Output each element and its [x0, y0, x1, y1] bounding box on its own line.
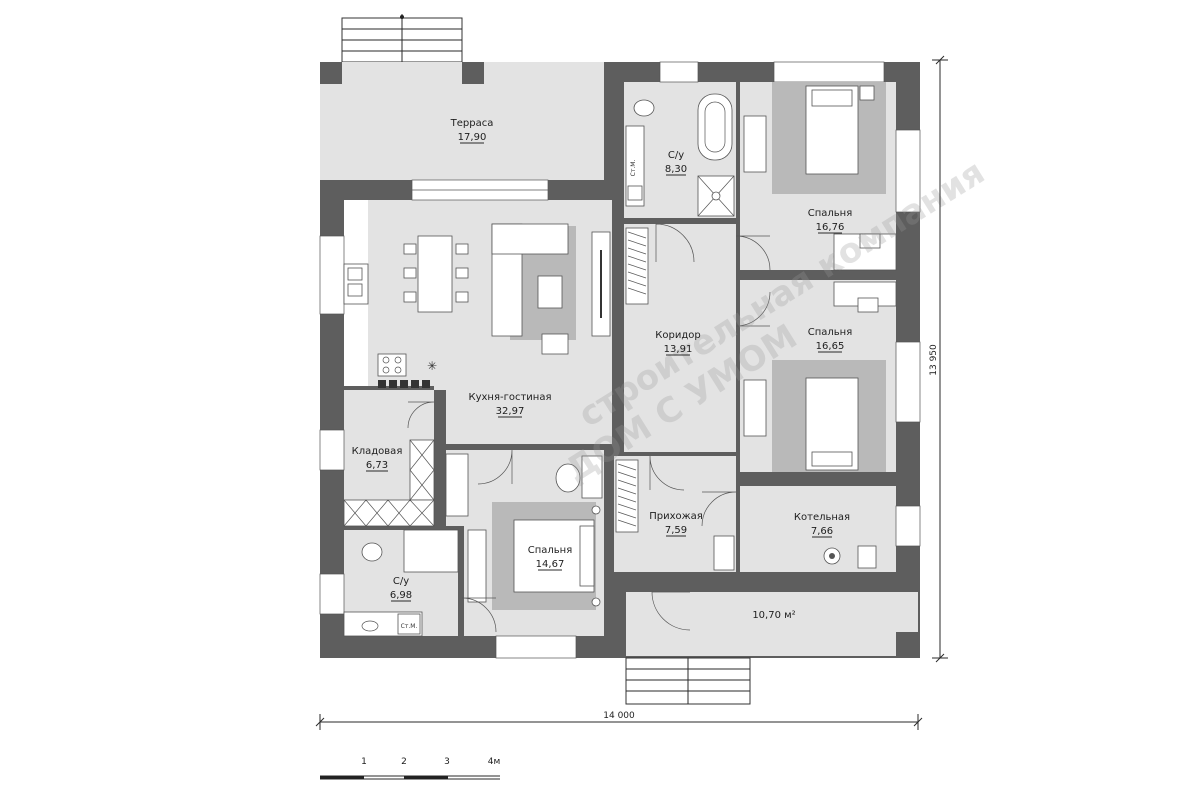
terrace-posts	[320, 62, 918, 656]
boiler-name: Котельная	[794, 512, 850, 523]
corridor-area: 13,91	[664, 344, 693, 355]
hall-name: Прихожая	[649, 511, 703, 522]
dimension-height: 13 950	[929, 55, 948, 663]
bedroom1-area: 16,76	[816, 222, 845, 233]
windows	[319, 61, 921, 659]
scale-bar: 1 2 3 4м	[320, 757, 501, 780]
washer-label-1: Ст.М.	[630, 160, 637, 177]
hall-area: 7,59	[665, 525, 687, 536]
svg-text:✳: ✳	[427, 359, 437, 373]
scale-label-3: 3	[444, 757, 450, 767]
interior-walls	[320, 82, 920, 636]
width-label: 14 000	[603, 711, 635, 721]
kitchen-name: Кухня-гостиная	[469, 392, 552, 403]
terrace-name: Терраса	[450, 118, 494, 129]
bedroom3-furniture	[445, 453, 603, 610]
washer-label-2: Ст.М.	[401, 623, 418, 630]
boiler-area: 7,66	[811, 526, 833, 537]
bath2-name: С/у	[393, 576, 409, 587]
bath1-name: С/у	[668, 150, 684, 161]
kitchen-furniture: ✳	[343, 223, 611, 388]
kitchen-area: 32,97	[496, 406, 525, 417]
scale-label-2: 2	[401, 757, 407, 767]
bedroom1-furniture	[743, 82, 897, 271]
dining-table	[417, 235, 453, 313]
bedroom3-area: 14,67	[536, 559, 565, 570]
dimension-width: 14 000	[315, 711, 923, 730]
scale-label-1: 1	[361, 757, 367, 767]
hall-wardrobe	[615, 459, 735, 571]
terrace-area: 17,90	[458, 132, 487, 143]
room-labels: Терраса 17,90 С/у 8,30 Спальня 16,76 Спа…	[352, 118, 853, 621]
pantry-shelves	[343, 439, 435, 527]
bedroom1-name: Спальня	[808, 208, 853, 219]
terrace-steps	[341, 14, 463, 63]
porch-area: 10,70 м²	[752, 610, 795, 621]
bath2-fixtures: Ст.М.	[343, 529, 459, 637]
burner-row	[378, 380, 430, 388]
bedroom2-furniture	[743, 281, 897, 472]
pantry-area: 6,73	[366, 460, 388, 471]
bedroom2-name: Спальня	[808, 327, 853, 338]
bath1-fixtures: Ст.М.	[625, 93, 735, 217]
bath1-area: 8,30	[665, 164, 687, 175]
doors	[407, 223, 771, 633]
height-label: 13 950	[929, 344, 939, 376]
scale-label-4: 4м	[488, 757, 501, 767]
corridor-name: Коридор	[655, 330, 700, 341]
bedroom3-name: Спальня	[528, 545, 573, 556]
pantry-name: Кладовая	[352, 446, 403, 457]
bath2-area: 6,98	[390, 590, 412, 601]
front-steps	[625, 657, 751, 705]
boiler-equipment	[823, 545, 877, 569]
bedroom2-area: 16,65	[816, 341, 845, 352]
corridor-wardrobe	[625, 227, 649, 305]
